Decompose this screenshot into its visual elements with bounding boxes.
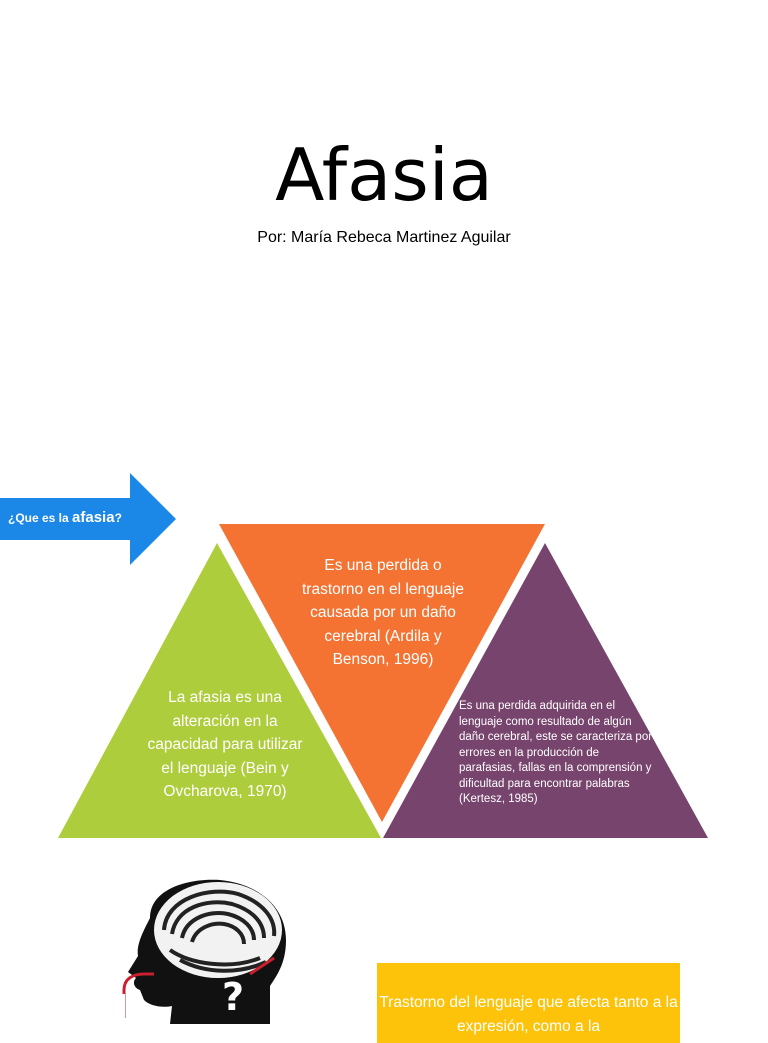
arrow-label-suffix: ? xyxy=(114,511,122,525)
slide-title: Afasia xyxy=(275,133,493,217)
purple-triangle-text: Es una perdida adquirida en el lenguaje … xyxy=(459,700,653,805)
brain-maze-head-icon: ? xyxy=(119,879,286,1024)
purple-triangle xyxy=(383,543,708,838)
question-arrow: ¿Que es la afasia? xyxy=(0,473,176,565)
orange-triangle xyxy=(219,524,545,822)
triangle-diagram xyxy=(58,524,708,838)
orange-triangle-text: Es una perdida o trastorno en el lenguaj… xyxy=(301,557,464,668)
slide-subtitle: Por: María Rebeca Martinez Aguilar xyxy=(257,229,511,246)
green-triangle-text: La afasia es una alteración en la capaci… xyxy=(147,689,303,800)
green-triangle xyxy=(58,543,381,838)
arrow-label-emphasis: afasia xyxy=(72,509,115,526)
arrow-right-icon xyxy=(0,473,176,565)
arrow-label: ¿Que es la afasia? xyxy=(8,509,148,526)
definition-box: Trastorno del lenguaje que afecta tanto … xyxy=(377,963,680,1043)
definition-box-text: Trastorno del lenguaje que afecta tanto … xyxy=(379,994,678,1035)
svg-text:?: ? xyxy=(222,975,244,1019)
arrow-label-prefix: ¿Que es la xyxy=(8,511,73,525)
